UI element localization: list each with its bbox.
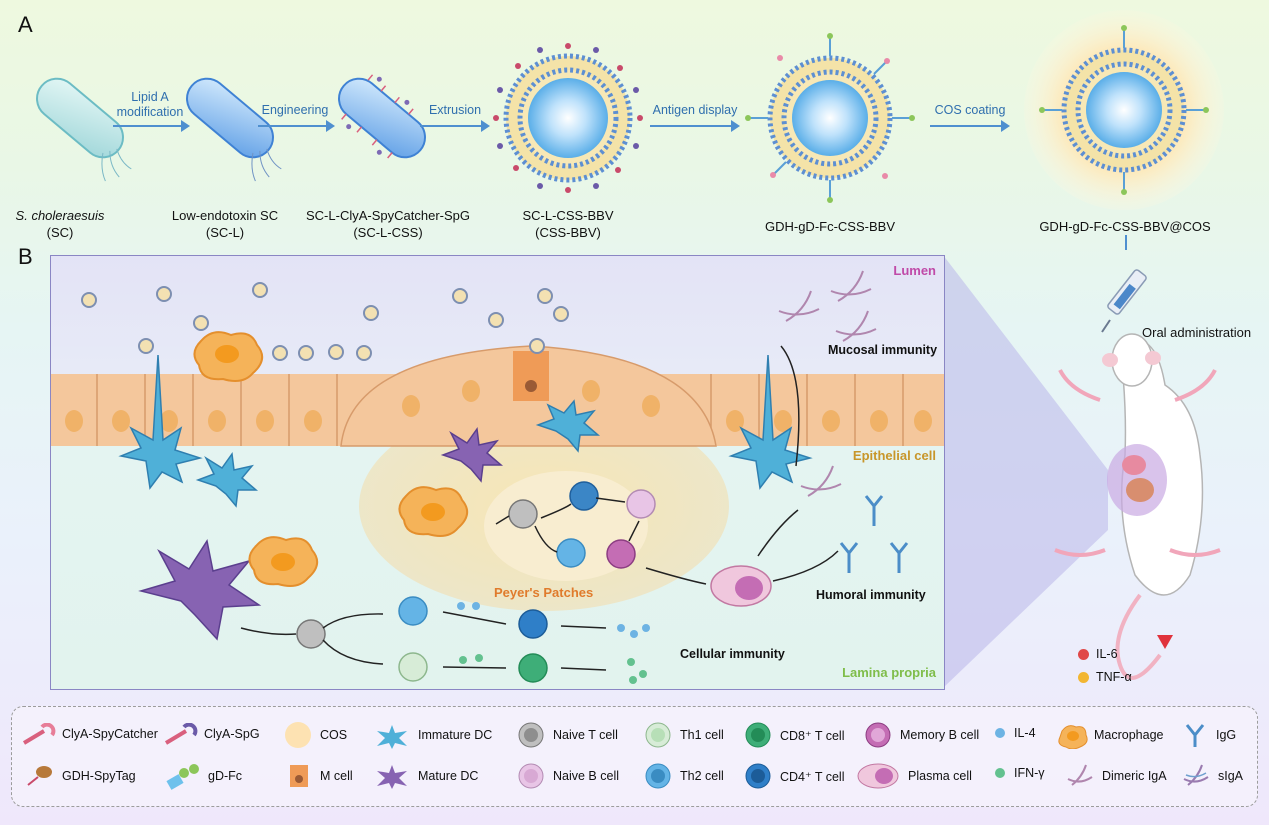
item-label-sc: S. choleraesuis(SC) <box>15 208 105 240</box>
legend-item-gd-fc: gD-Fc <box>162 761 242 791</box>
legend-item-clya-spg: ClyA-SpG <box>162 723 260 745</box>
step-label-3: Extrusion <box>428 103 482 117</box>
cos-icon <box>285 722 311 748</box>
panel-a-illustration <box>36 10 1224 250</box>
label-humoral-immunity: Humoral immunity <box>816 588 926 602</box>
th1-cell-icon <box>645 722 671 748</box>
arrow-4 <box>650 120 740 132</box>
cytokine-tnf: TNF-α <box>1078 670 1132 684</box>
tnf-dot-icon <box>1078 671 1089 683</box>
region-lamina-propria: Lamina propria <box>842 665 936 680</box>
arrow-1 <box>113 120 190 132</box>
il6-dot-icon <box>1078 648 1089 660</box>
igg-icon <box>1185 724 1205 747</box>
region-peyers-patches: Peyer's Patches <box>494 585 594 600</box>
naive-b-cell-icon <box>518 763 544 789</box>
step-label-1: Lipid A modification <box>116 90 184 119</box>
il4-icon <box>995 728 1005 738</box>
legend-item-naive-b-cell: Naive B cell <box>515 761 619 791</box>
memory-b-cell-icon <box>865 722 891 748</box>
legend-item-clya-spycatcher: ClyA-SpyCatcher <box>20 723 158 745</box>
arrow-5 <box>930 120 1010 132</box>
magnification-wedge <box>943 255 1108 688</box>
legend-item-cos: COS <box>282 721 347 749</box>
step-label-2: Engineering <box>261 103 329 117</box>
intestine-panel: Lumen Epithelial cell Lamina propria Pey… <box>50 255 945 690</box>
plasma-cell-icon <box>857 763 899 789</box>
item-label-sc-l-css: SC-L-ClyA-SpyCatcher-SpG(SC-L-CSS) <box>306 208 470 240</box>
legend: ClyA-SpyCatcher ClyA-SpG COS Immature DC… <box>11 706 1258 807</box>
th2-cell-icon <box>645 763 671 789</box>
step-label-4: Antigen display <box>652 103 738 117</box>
legend-item-siga: sIgA <box>1180 761 1243 791</box>
region-epithelial: Epithelial cell <box>852 448 936 463</box>
legend-item-il4: IL-4 <box>992 725 1036 741</box>
legend-item-m-cell: M cell <box>282 761 353 791</box>
region-lumen: Lumen <box>893 263 936 278</box>
legend-item-cd8-t-cell: CD8⁺ T cell <box>742 721 845 749</box>
panel-a-letter: A <box>18 12 33 37</box>
legend-item-th2-cell: Th2 cell <box>642 761 724 791</box>
sc-l-bacterium <box>186 77 282 182</box>
mature-dc-icon <box>377 765 407 789</box>
item-label-sc-l: Low-endotoxin SC(SC-L) <box>171 208 279 240</box>
legend-item-th1-cell: Th1 cell <box>642 721 724 749</box>
item-label-gdh-bbv: GDH-gD-Fc-CSS-BBV <box>764 219 895 234</box>
legend-item-macrophage: Macrophage <box>1056 721 1164 749</box>
siga-icon <box>1183 764 1209 786</box>
legend-item-mature-dc: Mature DC <box>372 761 478 791</box>
legend-item-memory-b-cell: Memory B cell <box>862 721 979 749</box>
legend-item-plasma-cell: Plasma cell <box>854 761 972 791</box>
legend-item-igg: IgG <box>1180 721 1236 749</box>
syringe-icon <box>1101 269 1147 333</box>
macrophage-icon <box>1058 725 1088 749</box>
mouse-icon <box>1054 333 1221 680</box>
gdh-spytag-icon <box>27 766 52 786</box>
item-label-css-bbv: SC-L-CSS-BBV(CSS-BBV) <box>522 208 614 240</box>
epithelial-layer <box>51 345 944 447</box>
mouse-illustration <box>1054 269 1221 680</box>
arrow-3 <box>420 120 490 132</box>
item-label-gdh-bbv-cos: GDH-gD-Fc-CSS-BBV@COS <box>1039 219 1211 234</box>
label-cellular-immunity: Cellular immunity <box>680 647 785 661</box>
sc-l-css-bacterium <box>338 74 426 159</box>
intestine-illustration <box>51 270 944 684</box>
legend-item-naive-t-cell: Naive T cell <box>515 721 618 749</box>
css-bbv-vesicle <box>493 43 643 193</box>
m-cell-icon <box>290 765 308 787</box>
legend-item-gdh-spytag: GDH-SpyTag <box>20 763 136 789</box>
naive-t-cell-icon <box>518 722 544 748</box>
cytokine-il6: IL-6 <box>1078 647 1118 661</box>
legend-item-immature-dc: Immature DC <box>372 721 492 749</box>
clya-spycatcher-icon <box>22 723 56 745</box>
label-mucosal-immunity: Mucosal immunity <box>828 343 938 357</box>
dimeric-iga-icon <box>1067 764 1093 786</box>
arrow-2 <box>258 120 335 132</box>
legend-item-ifn-gamma: IFN-γ <box>992 765 1045 781</box>
panel-b-letter: B <box>18 244 33 269</box>
sc-bacterium <box>36 77 132 182</box>
label-oral-administration: Oral administration <box>1142 325 1252 340</box>
clya-spg-icon <box>164 723 198 745</box>
ifn-gamma-icon <box>995 768 1005 778</box>
gdh-gd-fc-css-bbv-vesicle <box>745 33 915 203</box>
cd4-t-cell-icon <box>745 763 771 789</box>
m-cell <box>513 351 549 401</box>
cd8-t-cell-icon <box>745 722 771 748</box>
step-label-5: COS coating <box>934 103 1006 117</box>
gdh-gd-fc-css-bbv-cos-vesicle <box>1024 10 1224 210</box>
legend-item-dimeric-iga: Dimeric IgA <box>1064 761 1167 791</box>
legend-item-cd4-t-cell: CD4⁺ T cell <box>742 761 845 791</box>
gd-fc-icon <box>166 764 199 790</box>
immature-dc-icon <box>377 725 407 749</box>
